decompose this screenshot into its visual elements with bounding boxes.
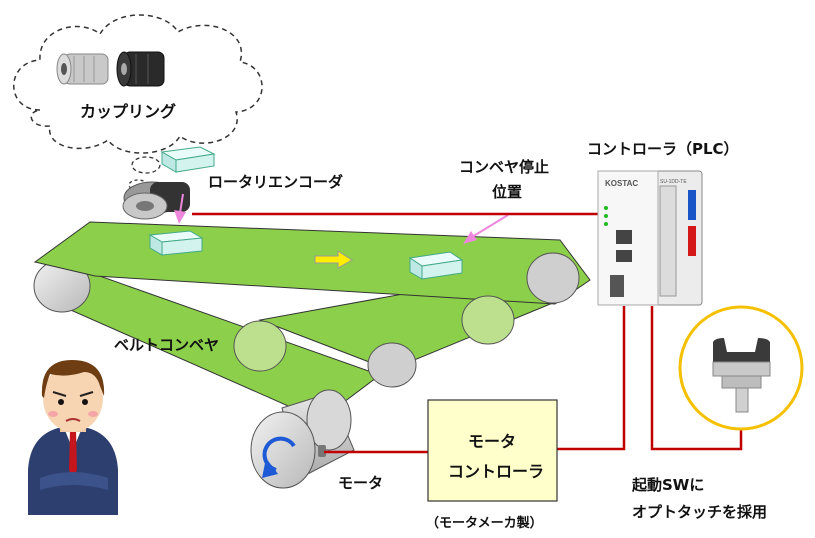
belt-conveyor-label: ベルトコンベヤ bbox=[114, 336, 220, 354]
controller-plc-label: コントローラ（PLC） bbox=[587, 140, 739, 158]
motor-maker-label: （モータメーカ製） bbox=[426, 516, 543, 531]
plc-brand-label: KOSTAC bbox=[605, 179, 638, 188]
motor-controller-box bbox=[427, 399, 558, 502]
encoder-pointer-arrow bbox=[179, 193, 184, 214]
encoder-pointer-arrowhead bbox=[174, 210, 186, 224]
rotary-encoder-label: ロータリエンコーダ bbox=[208, 173, 344, 191]
workpiece-box bbox=[148, 230, 204, 256]
signal-wires bbox=[192, 212, 743, 454]
workpiece-box bbox=[408, 251, 464, 280]
rotary-encoder-icon bbox=[122, 181, 190, 220]
motor-label: モータ bbox=[338, 474, 384, 492]
plc-unit: KOSTAC SU-1DD-TE bbox=[597, 170, 703, 306]
stop-position-arrowhead bbox=[463, 231, 477, 244]
belt-conveyor bbox=[33, 221, 591, 421]
start-switch-label-line1: 起動SWに bbox=[632, 476, 705, 494]
motor-controller-label-line1: モータ bbox=[468, 432, 517, 451]
worried-person-icon bbox=[28, 360, 118, 515]
coupling-label: カップリング bbox=[80, 102, 177, 121]
stop-position-pointer bbox=[471, 214, 509, 238]
direction-arrow-icon bbox=[314, 250, 353, 269]
stop-position-label-line2: 位置 bbox=[492, 183, 523, 201]
motor-icon bbox=[250, 389, 355, 489]
black-coupling-icon bbox=[116, 51, 165, 87]
aluminum-coupling-icon bbox=[56, 53, 109, 85]
optotouch-switch-icon bbox=[712, 338, 771, 413]
motor-controller-label-line2: コントローラ bbox=[448, 462, 545, 481]
workpiece-box bbox=[160, 146, 216, 173]
start-switch-label-line2: オプトタッチを採用 bbox=[632, 503, 768, 521]
plc-model-label: SU-1DD-TE bbox=[660, 179, 687, 185]
stop-position-label-line1: コンベヤ停止 bbox=[459, 158, 550, 176]
